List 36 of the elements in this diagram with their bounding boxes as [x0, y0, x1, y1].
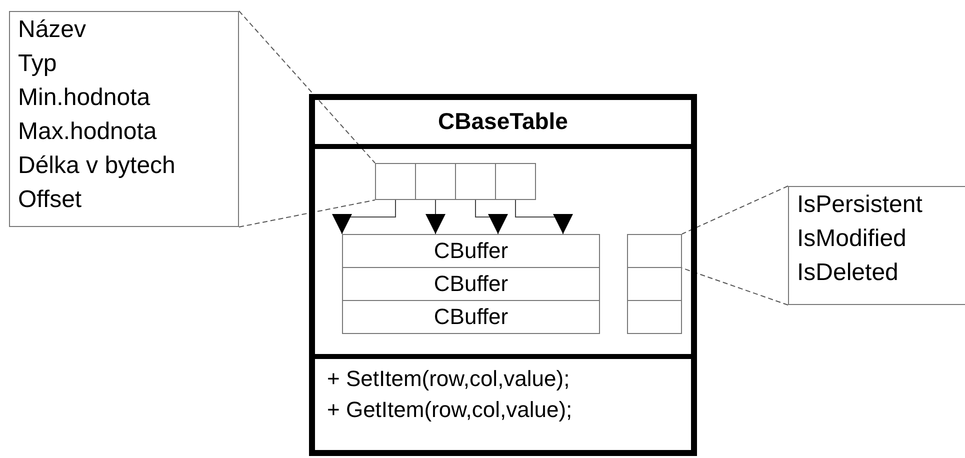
note-text: Typ: [18, 52, 57, 76]
note-box: [788, 186, 965, 305]
leader-line: [238, 200, 376, 228]
field-cell: [495, 163, 536, 200]
field-cell: [415, 163, 456, 200]
flag-cell: [627, 234, 682, 268]
buffer-label: CBuffer: [432, 240, 510, 262]
leader-line: [238, 10, 376, 164]
class-box: [309, 94, 697, 456]
note-text: Offset: [18, 188, 82, 212]
buffer-label: CBuffer: [432, 306, 510, 328]
note-text: IsModified: [797, 227, 906, 251]
note-text: IsPersistent: [797, 193, 922, 217]
arrow: [426, 200, 446, 234]
buffer-row: [342, 300, 600, 334]
arrow: [475, 200, 508, 234]
method-signature: + SetItem(row,col,value);: [327, 368, 570, 390]
buffer-row: [342, 267, 600, 301]
buffer-label: CBuffer: [432, 273, 510, 295]
note-text: Max.hodnota: [18, 120, 157, 144]
note-text: Název: [18, 18, 86, 42]
note-box: [9, 11, 239, 227]
note-text: Délka v bytech: [18, 154, 176, 178]
flag-cell: [627, 267, 682, 301]
buffer-row: [342, 234, 600, 268]
arrow: [332, 200, 396, 234]
field-cell: [375, 163, 416, 200]
leader-line: [682, 186, 788, 234]
field-cell: [455, 163, 496, 200]
arrow: [515, 200, 573, 234]
note-text: IsDeleted: [797, 261, 898, 285]
note-text: Min.hodnota: [18, 86, 150, 110]
flag-cell: [627, 300, 682, 334]
class-name: CBaseTable: [437, 110, 569, 133]
method-signature: + GetItem(row,col,value);: [327, 399, 572, 421]
leader-line: [682, 268, 788, 306]
